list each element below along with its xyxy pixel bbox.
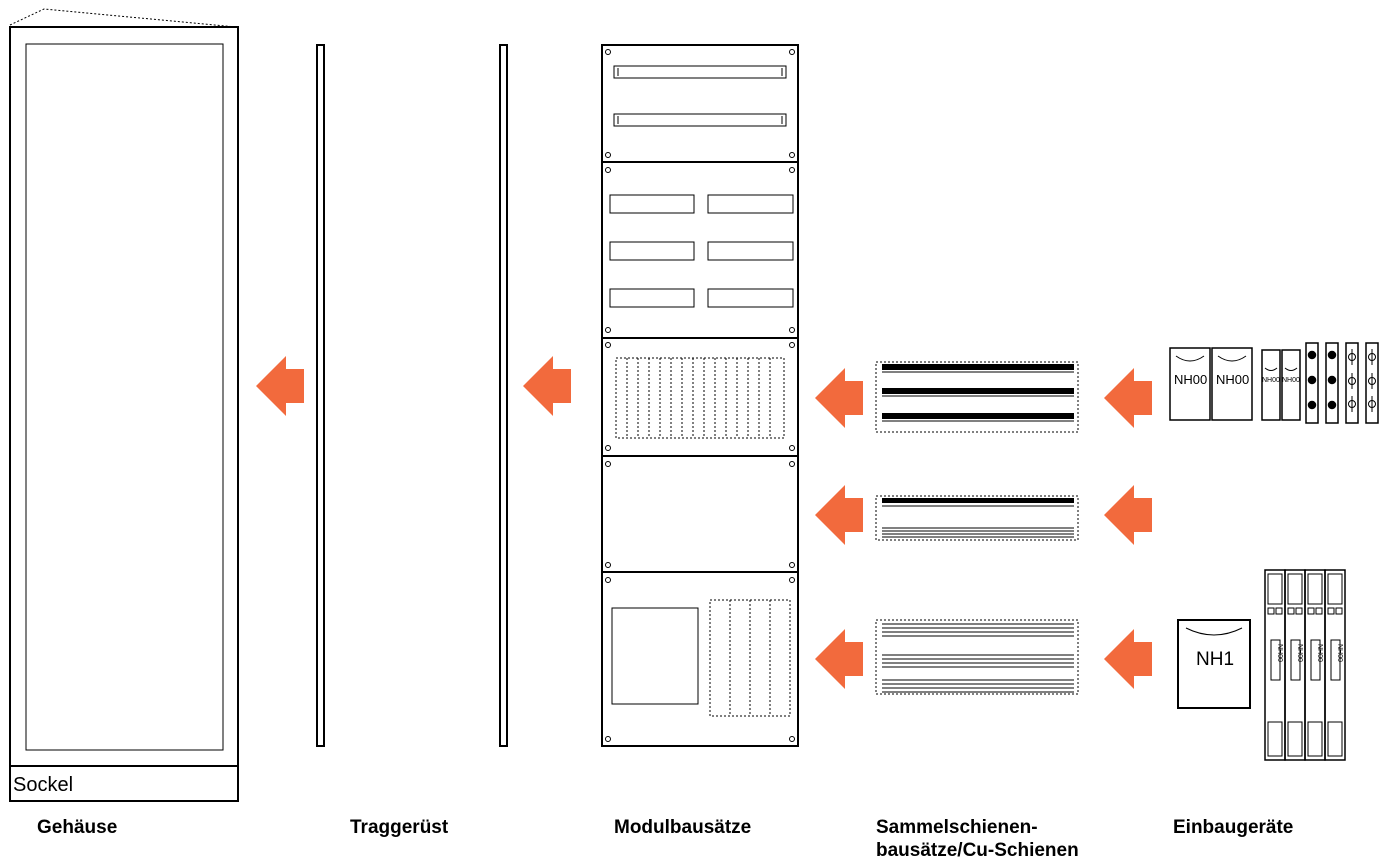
module-din-rails bbox=[613, 65, 787, 127]
plinth-label: Sockel bbox=[13, 774, 73, 796]
arrow-left-icon bbox=[523, 356, 571, 416]
fuse-base-nh00-large bbox=[1169, 347, 1253, 421]
switch-label-nh00: NH00 bbox=[1276, 644, 1283, 662]
support-frame-rails bbox=[316, 44, 508, 747]
caption-module-kits: Modulbausätze bbox=[614, 817, 752, 838]
module-dashed-grid bbox=[615, 357, 785, 439]
fuse-base-nh00-narrow bbox=[1261, 349, 1301, 421]
housing-frame bbox=[9, 26, 239, 802]
arrow-left-icon bbox=[815, 485, 863, 545]
caption-installation-devices: Einbaugeräte bbox=[1173, 817, 1294, 838]
arrow-left-icon bbox=[1104, 485, 1152, 545]
busbar-set-bottom bbox=[875, 619, 1079, 695]
busbar-set-top bbox=[875, 361, 1079, 433]
busbar-set-middle bbox=[875, 495, 1079, 541]
caption-housing: Gehäuse bbox=[37, 817, 118, 838]
module-screws bbox=[605, 49, 795, 742]
installation-devices: NH00 NH00 NH00 NH00 bbox=[1169, 342, 1379, 761]
switch-label-nh00: NH00 bbox=[1296, 644, 1303, 662]
arrow-left-icon bbox=[256, 356, 304, 416]
fuse-label-nh00: NH00 bbox=[1174, 372, 1207, 387]
caption-busbar-kits-line2: bausätze/Cu-Schienen bbox=[876, 840, 1079, 861]
arrow-left-icon bbox=[1104, 629, 1152, 689]
housing-inner-panel bbox=[25, 43, 224, 751]
fuse-label-nh1: NH1 bbox=[1196, 649, 1234, 670]
arrow-left-icon bbox=[815, 629, 863, 689]
housing-cabinet bbox=[9, 8, 239, 802]
fuse-switch-disconnectors bbox=[1264, 569, 1346, 761]
fuse-label-nh00-small: NH00 bbox=[1262, 377, 1280, 384]
module-stack-frame bbox=[601, 44, 799, 747]
switch-label-nh00: NH00 bbox=[1336, 644, 1343, 662]
terminal-strips bbox=[1305, 342, 1379, 424]
arrow-left-icon bbox=[1104, 368, 1152, 428]
assembly-arrows bbox=[256, 356, 1152, 689]
arrow-left-icon bbox=[815, 368, 863, 428]
switch-label-nh00: NH00 bbox=[1316, 644, 1323, 662]
fuse-label-nh00: NH00 bbox=[1216, 372, 1249, 387]
support-rail-left bbox=[316, 44, 325, 747]
module-panel-slots bbox=[611, 599, 791, 717]
fuse-label-nh00-small: NH00 bbox=[1282, 377, 1300, 384]
module-cutouts bbox=[609, 194, 794, 308]
caption-support-frame: Traggerüst bbox=[350, 817, 449, 838]
caption-busbar-kits-line1: Sammelschienen- bbox=[876, 817, 1038, 838]
fuse-base-nh1 bbox=[1177, 619, 1251, 709]
caption-busbar-kits: Sammelschienen- bausätze/Cu-Schienen bbox=[876, 816, 1079, 862]
support-rail-right bbox=[499, 44, 508, 747]
module-kits bbox=[601, 44, 799, 747]
housing-door-outline bbox=[9, 8, 237, 28]
busbar-kits bbox=[875, 361, 1079, 695]
